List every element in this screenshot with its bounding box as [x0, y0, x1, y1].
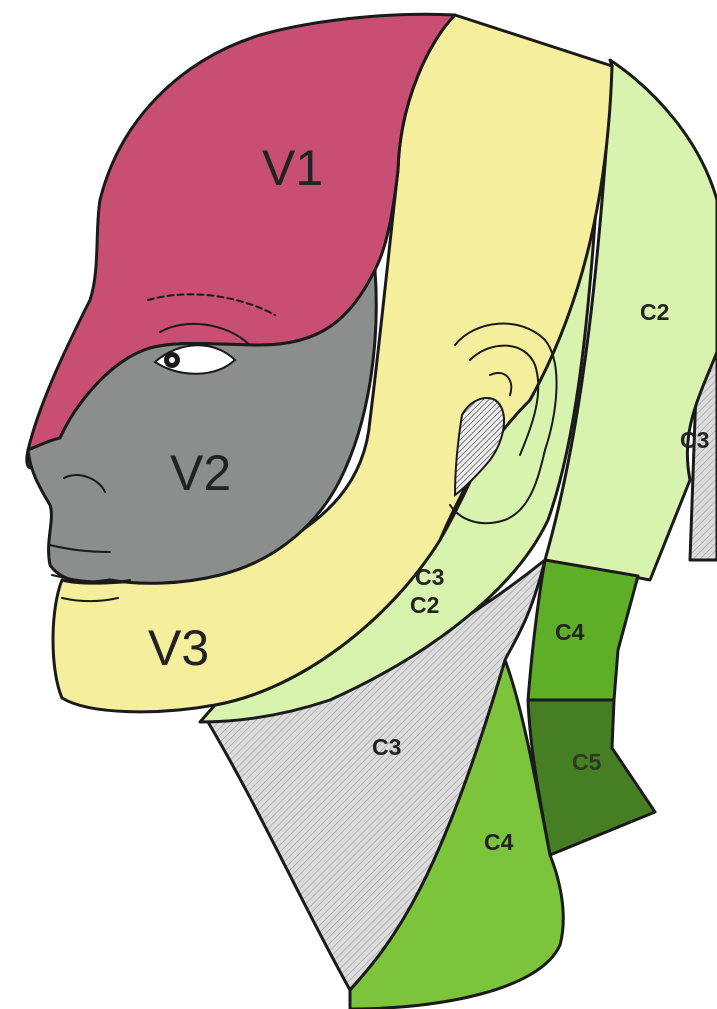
- label-v3: V3: [148, 620, 209, 676]
- label-v2: V2: [170, 445, 231, 501]
- label-c4-front: C4: [484, 829, 514, 855]
- label-c2-face: C2: [410, 592, 439, 618]
- label-v1: V1: [262, 140, 323, 196]
- label-c5: C5: [572, 749, 602, 775]
- label-c2-occipital: C2: [640, 299, 669, 325]
- label-c4-back: C4: [555, 619, 585, 645]
- label-c3-back: C3: [680, 427, 709, 453]
- label-c3-face: C3: [415, 564, 444, 590]
- label-c3-front: C3: [372, 734, 401, 760]
